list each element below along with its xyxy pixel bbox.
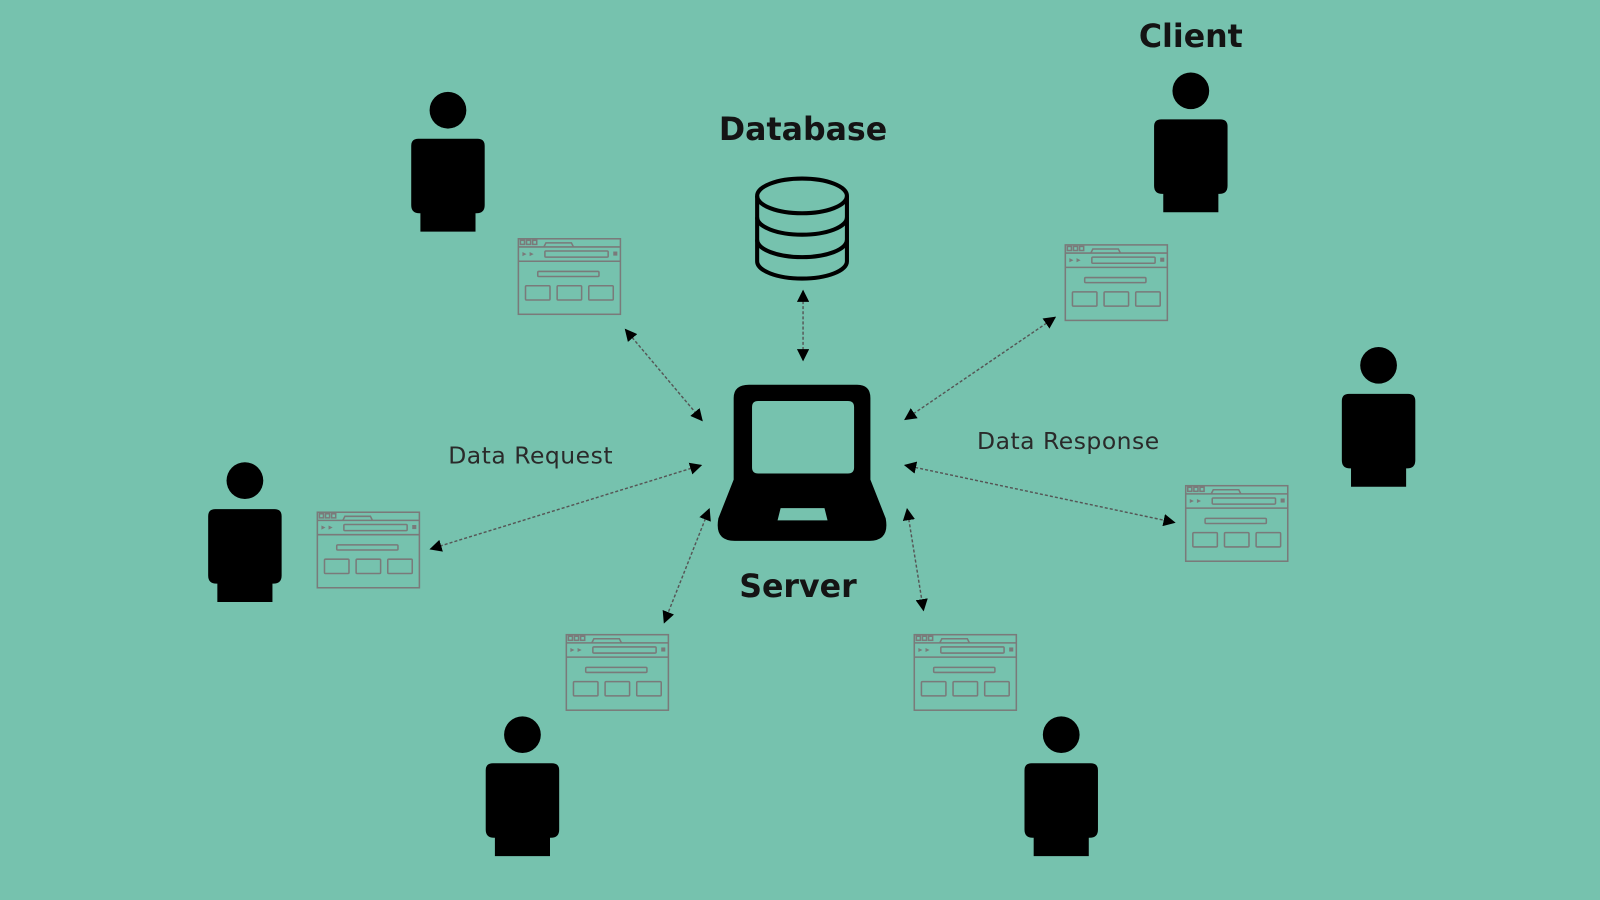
arrow-server-client-top-left <box>624 328 703 422</box>
arrow-server-client-bottom-left <box>662 508 711 624</box>
person-icon-bottom-left <box>485 716 560 857</box>
arrow-data-request <box>429 462 703 552</box>
browser-window-icon-bottom-right <box>913 633 1018 711</box>
data-response-label: Data Response <box>977 427 1160 455</box>
person-icon-left <box>208 462 282 603</box>
arrow-data-response <box>903 461 1176 527</box>
server-label: Server <box>739 569 857 605</box>
browser-window-icon-bottom-left <box>565 633 670 711</box>
browser-window-icon-top-left <box>517 238 622 316</box>
database-icon <box>755 176 849 281</box>
person-icon-bottom-right <box>1024 716 1098 857</box>
arrow-server-client-top-right <box>904 316 1057 421</box>
data-request-label: Data Request <box>448 441 613 469</box>
arrow-server-client-bottom-right <box>902 507 928 612</box>
server-laptop-icon <box>717 384 887 541</box>
browser-window-icon-top-right <box>1064 244 1169 322</box>
database-label: Database <box>719 112 887 148</box>
person-icon-top-left <box>411 91 485 232</box>
person-icon-right <box>1341 346 1416 487</box>
person-icon-top-right <box>1154 72 1228 213</box>
browser-window-icon-left <box>316 511 421 589</box>
browser-window-icon-right <box>1184 484 1289 562</box>
client-label: Client <box>1139 19 1243 55</box>
